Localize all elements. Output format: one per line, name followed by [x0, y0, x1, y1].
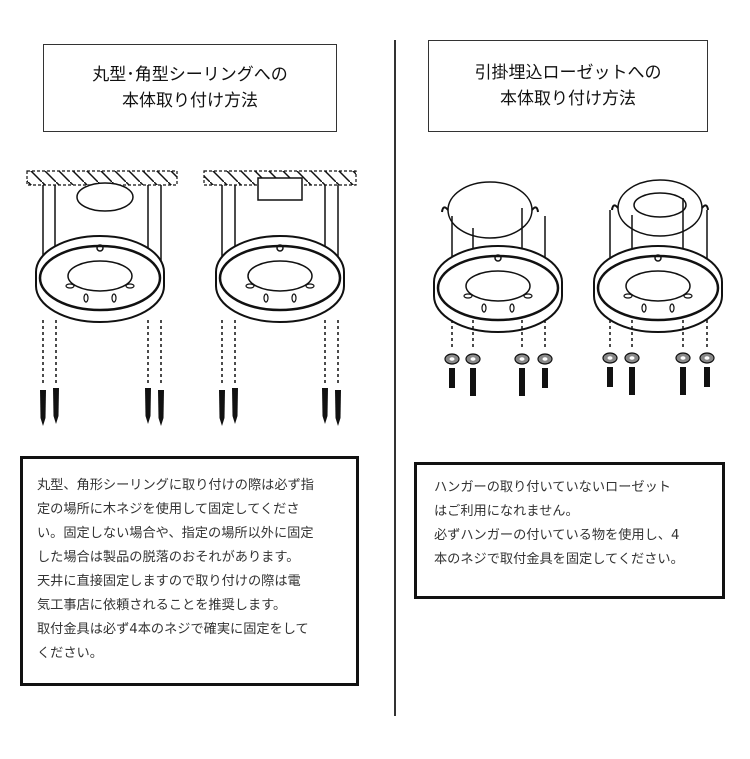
left-note-box: 丸型、角形シーリングに取り付けの際は必ず指 定の場所に木ネジを使用して固定してく… [20, 456, 359, 686]
right-note-line: ハンガーの取り付いていないローゼット [434, 480, 671, 495]
right-note-box: ハンガーの取り付いていないローゼット はご利用になれません。 必ずハンガーの付い… [414, 462, 725, 599]
left-note-line: 気工事店に依頼されることを推奨します。 [37, 598, 287, 613]
left-note-line: ください。 [37, 646, 103, 661]
square-ceiling-diagram [203, 170, 357, 427]
right-note-line: はご利用になれません。 [434, 504, 579, 519]
right-note-line: 本のネジで取付金具を固定してください。 [434, 552, 684, 567]
left-title-line-1: 丸型･角型シーリングへの [92, 65, 288, 85]
left-note-line: 天井に直接固定しますので取り付けの際は電 [37, 574, 301, 589]
left-title-box: 丸型･角型シーリングへの 本体取り付け方法 [43, 44, 337, 132]
left-note-line: した場合は製品の脱落のおそれがあります。 [37, 550, 300, 565]
left-note-line: い。固定しない場合や、指定の場所以外に固定 [37, 526, 314, 541]
right-title-box: 引掛埋込ローゼットへの 本体取り付け方法 [428, 40, 708, 132]
rosette-with-hanger-diagram [592, 179, 724, 395]
right-title-line-1: 引掛埋込ローゼットへの [474, 63, 662, 83]
right-note-line: 必ずハンガーの付いている物を使用し、4 [434, 528, 680, 543]
rosette-diagram [432, 181, 564, 396]
round-ceiling-diagram [26, 170, 178, 427]
left-title-line-2: 本体取り付け方法 [122, 91, 258, 111]
left-note-line: 取付金具は必ず4本のネジで確実に固定をして [37, 622, 309, 637]
center-divider [394, 40, 396, 716]
right-title-line-2: 本体取り付け方法 [500, 89, 636, 109]
left-note-line: 定の場所に木ネジを使用して固定してくださ [37, 502, 300, 517]
left-note-line: 丸型、角形シーリングに取り付けの際は必ず指 [37, 478, 314, 493]
